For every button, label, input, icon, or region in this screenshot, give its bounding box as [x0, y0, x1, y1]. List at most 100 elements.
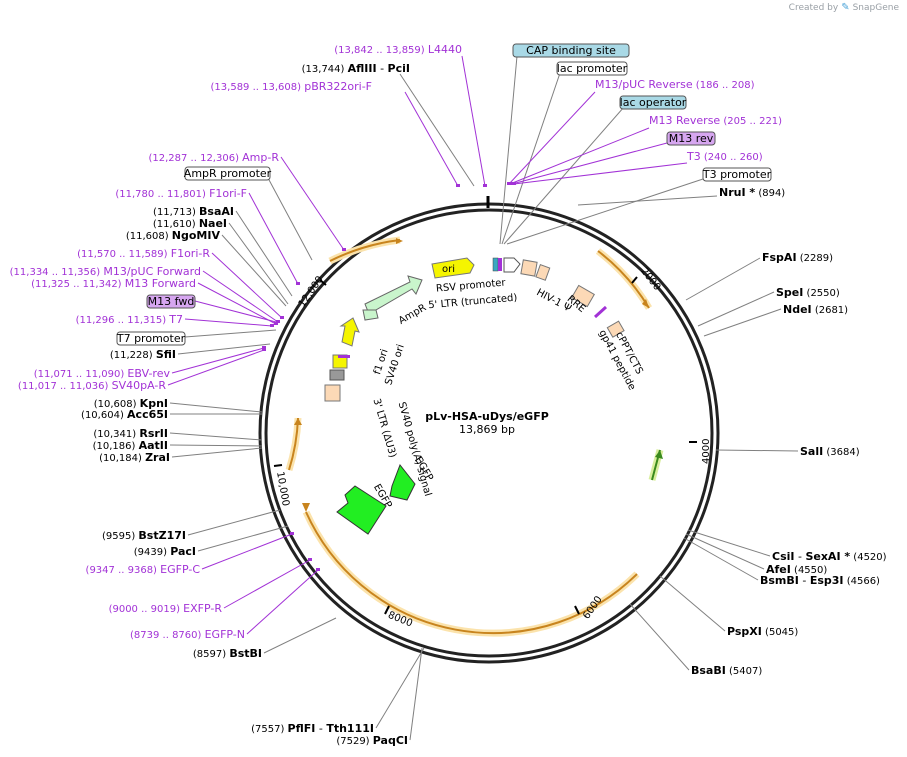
label-text-fspai: FspAI (2289)	[762, 251, 833, 264]
label-text-bsabi: BsaBI (5407)	[691, 664, 762, 677]
primer-mark-m13pucfwd	[276, 320, 280, 323]
label-ltr3: 3' LTR (ΔU3)	[371, 397, 398, 459]
label-name-nrui: NruI *	[719, 186, 755, 199]
label-pos-f1orir: (11,570 .. 11,589)	[77, 249, 171, 260]
leader-m13revbox	[511, 142, 668, 185]
cppt-mark	[593, 305, 608, 319]
label-name-naei: NaeI	[199, 217, 227, 230]
label-spei: SpeI (2550)	[776, 286, 840, 299]
label-pflfi: (7557) PflFI - Tth111I	[251, 722, 374, 735]
label-dash-pflfi: -	[315, 722, 326, 735]
leader-afliii	[399, 73, 475, 187]
leader-csii	[687, 529, 771, 557]
label-m13pucfwd: (11,334 .. 11,356) M13/pUC Forward	[10, 265, 201, 278]
scale-ticks: 2000 4000 6000 8000 10,000 12,000	[273, 266, 712, 630]
label-text-exfpr: (9000 .. 9019) EXFP-R	[109, 602, 223, 615]
label-pos-bstz17i: (9595)	[102, 531, 138, 542]
plasmid-size: 13,869 bp	[459, 423, 515, 436]
label-pos-zrai: (10,184)	[99, 453, 145, 464]
leader-kpni	[169, 402, 263, 413]
label-text-m13rev: M13 Reverse (205 .. 221)	[649, 114, 782, 127]
leader-f1orir	[211, 252, 283, 319]
label-text-rsrii: (10,341) RsrII	[93, 427, 168, 440]
label-m13fwd: (11,325 .. 11,342) M13 Forward	[31, 277, 196, 290]
label-name-egfpn: EGFP-N	[205, 628, 245, 641]
label-ori: ori	[442, 264, 455, 275]
label-exfpr: (9000 .. 9019) EXFP-R	[109, 602, 223, 615]
label-pos-ebvrev: (11,071 .. 11,090)	[34, 369, 128, 380]
label-name-zrai: ZraI	[145, 451, 170, 464]
orf-arcs	[285, 236, 664, 637]
label-pos-rsrii: (10,341)	[93, 429, 139, 440]
leader-bstz17i	[187, 509, 281, 536]
label-name-ampr: Amp-R	[242, 151, 279, 164]
label-bstbi: (8597) BstBI	[193, 647, 262, 660]
label-text-pbr322: (13,589 .. 13,608) pBR322ori-F	[211, 80, 372, 93]
label-pos-l4440: (13,842 .. 13,859)	[334, 45, 428, 56]
primer-mark-l4440	[483, 184, 487, 187]
label-ngomiv: (11,608) NgoMIV	[126, 229, 221, 242]
label-text-csii: CsiI - SexAI * (4520)	[772, 550, 887, 563]
leader-egfpc	[201, 533, 293, 570]
label-name-egfpc: EGFP-C	[160, 563, 200, 576]
label-pos-bsmbi: (4566)	[844, 576, 881, 587]
label-text-f1orir: (11,570 .. 11,589) F1ori-R	[77, 247, 210, 260]
label-name-l4440: L4440	[428, 43, 462, 56]
orf-arc-1	[595, 248, 652, 310]
gp41-box	[606, 320, 625, 338]
credit-brand: SnapGene	[852, 2, 899, 13]
label-dash-csii: -	[794, 550, 805, 563]
label-pos-egfpc: (9347 .. 9368)	[86, 565, 161, 576]
label-text-spei: SpeI (2550)	[776, 286, 840, 299]
leader-bstbi	[263, 617, 337, 654]
label-pos-m13rev: (205 .. 221)	[720, 116, 782, 127]
label-pos-m13pucfwd: (11,334 .. 11,356)	[10, 267, 104, 278]
label-bstz17i: (9595) BstZ17I	[102, 529, 186, 542]
label-sfii: (11,228) SfiI	[110, 348, 176, 361]
backbone-inner	[264, 208, 714, 658]
primer-mark-m13fwd	[274, 322, 278, 325]
label-name-paqci: PaqCI	[373, 734, 408, 747]
label-name-acc65i: Acc65I	[127, 408, 168, 421]
label-name-pspxi: PspXI	[727, 625, 762, 638]
primer-mark-f1orir	[280, 316, 284, 319]
leader-spei	[697, 291, 775, 327]
label-text-kpni: (10,608) KpnI	[94, 397, 168, 410]
leader-zrai	[171, 447, 263, 458]
label-naei: (11,610) NaeI	[153, 217, 227, 230]
primer-mark-ebvrev	[262, 346, 266, 349]
label-pos-sali: (3684)	[823, 447, 860, 458]
leader-ebvrev	[171, 347, 265, 374]
leader-ndei	[703, 308, 782, 337]
label-pos-aatii: (10,186)	[93, 441, 139, 452]
label-name2-afliii: PciI	[388, 62, 410, 75]
label-m13rev: M13 Reverse (205 .. 221)	[649, 114, 782, 127]
label-name-bsabi: BsaBI	[691, 664, 726, 677]
orf-arc-4	[328, 236, 401, 265]
label-text-sv40pa: (11,017 .. 11,036) SV40pA-R	[18, 379, 166, 392]
rsv-box-2	[498, 258, 502, 271]
label-box-t7prom	[116, 331, 186, 346]
label-text-lacprom: lac promoter	[557, 62, 628, 75]
leader-pspxi	[659, 575, 726, 632]
label-name-sfii: SfiI	[156, 348, 176, 361]
label-name-f1orir: F1ori-R	[171, 247, 211, 260]
leader-sfii	[177, 343, 271, 355]
credit: Created by ✎ SnapGene	[789, 2, 899, 13]
label-pos-pflfi: (7557)	[251, 724, 287, 735]
label-text-ndei: NdeI (2681)	[783, 303, 848, 316]
label-text-l4440: (13,842 .. 13,859) L4440	[334, 43, 462, 56]
label-text-m13fwd: (11,325 .. 11,342) M13 Forward	[31, 277, 196, 290]
label-name-afei: AfeI	[766, 563, 791, 576]
label-text-cap: CAP binding site	[526, 44, 616, 57]
label-name-spei: SpeI	[776, 286, 803, 299]
label-name-sali: SalI	[800, 445, 823, 458]
label-name-bstz17i: BstZ17I	[138, 529, 186, 542]
label-t3prom: T3 promoter	[702, 167, 772, 182]
primer-mark-egfpc	[290, 532, 294, 535]
label-t7prom: T7 promoter	[116, 331, 186, 346]
label-pos-bstbi: (8597)	[193, 649, 229, 660]
label-m13revbox: M13 rev	[666, 131, 716, 146]
leader-pflfi	[375, 647, 425, 729]
label-pos-sv40pa: (11,017 .. 11,036)	[18, 381, 112, 392]
